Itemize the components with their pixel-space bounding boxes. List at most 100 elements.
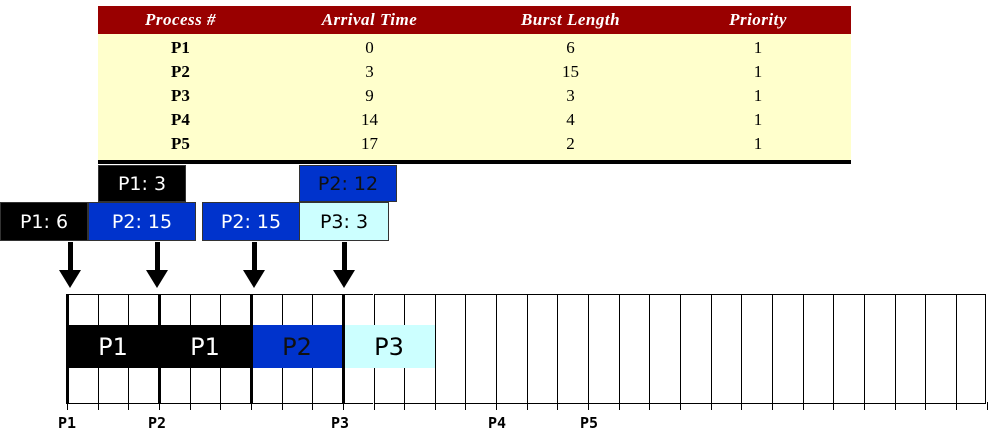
time-tick <box>833 402 835 410</box>
time-tick <box>404 402 406 410</box>
queue-1-p1: P1: 6 <box>0 202 88 241</box>
time-tick <box>434 402 436 410</box>
cell-priority: 1 <box>753 62 763 81</box>
queue-2-p2: P2: 15 <box>88 202 196 241</box>
gantt-divider <box>250 294 253 404</box>
time-tick <box>496 402 498 410</box>
time-tick <box>373 402 375 410</box>
arrival-label-p5: P5 <box>580 414 599 432</box>
gantt-cell <box>649 294 680 404</box>
queue-3-p2: P2: 15 <box>202 202 300 241</box>
gantt-cell <box>863 294 895 404</box>
time-tick <box>618 402 620 410</box>
cell-burst: 6 <box>566 38 575 57</box>
gantt-cell <box>833 294 864 404</box>
time-tick <box>588 402 590 410</box>
cell-priority: 1 <box>753 38 763 57</box>
time-tick <box>863 402 865 410</box>
gantt-cell <box>925 294 956 404</box>
time-tick <box>557 402 559 410</box>
cell-arrival: 14 <box>361 110 378 129</box>
gantt-cell <box>434 294 466 404</box>
gantt-cell <box>496 294 527 404</box>
gantt-cell <box>526 294 558 404</box>
table-row: P1 0 6 1 <box>98 36 851 60</box>
gantt-divider <box>66 294 69 404</box>
header-process: Process # <box>144 10 217 29</box>
table-row: P4 14 4 1 <box>98 108 851 132</box>
time-tick <box>894 402 896 410</box>
down-arrow-icon <box>333 242 355 290</box>
time-tick <box>67 402 68 410</box>
time-tick <box>802 402 804 410</box>
time-tick <box>97 402 99 410</box>
time-tick <box>281 402 283 410</box>
gantt-cell <box>618 294 650 404</box>
gantt-cell <box>741 294 772 404</box>
gantt-divider <box>158 294 161 404</box>
cell-process: P5 <box>171 134 190 153</box>
time-tick <box>189 402 191 410</box>
gantt-divider <box>342 294 345 404</box>
time-tick <box>220 402 222 410</box>
time-tick <box>250 402 252 410</box>
table-row: P3 9 3 1 <box>98 84 851 108</box>
cell-burst: 2 <box>566 134 575 153</box>
time-tick <box>158 402 160 410</box>
cell-arrival: 3 <box>365 62 374 81</box>
queue-4-p3: P3: 3 <box>299 202 389 241</box>
time-tick <box>465 402 467 410</box>
cell-process: P4 <box>171 110 190 129</box>
time-tick <box>312 402 314 410</box>
gantt-bar-p1: P1 <box>67 325 159 368</box>
queue-2-p1: P1: 3 <box>98 165 186 202</box>
cell-priority: 1 <box>753 86 763 105</box>
time-tick <box>925 402 927 410</box>
gantt-cell <box>894 294 926 404</box>
table-row: P2 3 15 1 <box>98 60 851 84</box>
table-row: P5 17 2 1 <box>98 132 851 156</box>
gantt-chart: P1 P1 P2 P3 <box>66 294 993 404</box>
time-tick <box>526 402 528 410</box>
arrival-label-p2: P2 <box>148 414 167 432</box>
down-arrow-icon <box>243 242 265 290</box>
gantt-cell <box>557 294 589 404</box>
gantt-cell <box>771 294 803 404</box>
arrival-label-p3: P3 <box>331 414 350 432</box>
down-arrow-icon <box>146 242 168 290</box>
cell-burst: 4 <box>566 110 575 129</box>
cell-priority: 1 <box>753 134 763 153</box>
time-tick <box>710 402 712 410</box>
table-header-row: Process # Arrival Time Burst Length Prio… <box>98 6 851 34</box>
time-tick <box>771 402 773 410</box>
cell-process: P1 <box>171 38 190 57</box>
cell-arrival: 9 <box>365 86 374 105</box>
arrival-label-p1: P1 <box>58 414 77 432</box>
gantt-bar-p2: P2 <box>251 325 343 368</box>
time-tick <box>741 402 743 410</box>
time-tick <box>342 402 344 410</box>
gantt-bar-p3: P3 <box>343 325 435 368</box>
gantt-cell <box>802 294 834 404</box>
cell-burst: 15 <box>562 62 579 81</box>
gantt-cell <box>465 294 497 404</box>
gantt-cell <box>680 294 711 404</box>
cell-arrival: 17 <box>361 134 378 153</box>
cell-priority: 1 <box>753 110 763 129</box>
time-tick <box>986 402 988 410</box>
cell-burst: 3 <box>566 86 575 105</box>
gantt-bar-p1: P1 <box>159 325 251 368</box>
cell-process: P2 <box>171 62 190 81</box>
time-tick <box>128 402 130 410</box>
cell-arrival: 0 <box>365 38 374 57</box>
header-priority: Priority <box>729 10 787 29</box>
down-arrow-icon <box>59 242 81 290</box>
table-body: P1 0 6 1 P2 3 15 1 P3 9 3 1 P4 14 4 1 P5… <box>98 34 851 164</box>
process-table: Process # Arrival Time Burst Length Prio… <box>98 6 851 164</box>
header-arrival-time: Arrival Time <box>321 10 418 29</box>
time-tick <box>680 402 681 410</box>
header-burst-length: Burst Length <box>520 10 621 29</box>
gantt-cell <box>710 294 742 404</box>
gantt-cell <box>955 294 987 404</box>
time-tick <box>955 402 957 410</box>
